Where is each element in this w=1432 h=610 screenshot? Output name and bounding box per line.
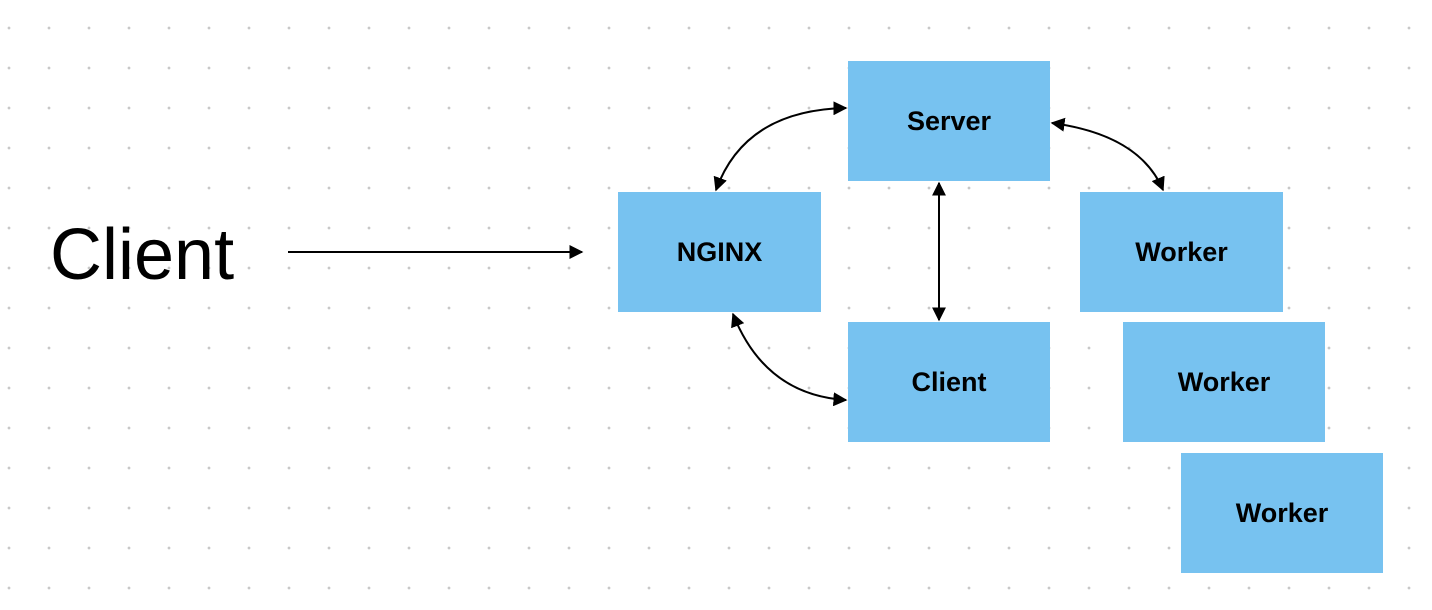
- nginx-node[interactable]: NGINX: [618, 192, 821, 312]
- arrow-server-worker: [1050, 117, 1165, 192]
- worker-node-2[interactable]: Worker: [1123, 322, 1325, 442]
- server-node[interactable]: Server: [848, 61, 1050, 181]
- server-node-label: Server: [906, 105, 992, 136]
- client-label: Client: [50, 215, 235, 295]
- client-node-label: Client: [911, 366, 987, 397]
- worker-node-2-label: Worker: [1177, 366, 1271, 397]
- worker-node-1-label: Worker: [1135, 236, 1228, 267]
- nginx-node-label: NGINX: [676, 236, 763, 267]
- worker-node-3-label: Worker: [1235, 497, 1329, 528]
- worker-node-3[interactable]: Worker: [1181, 453, 1383, 573]
- arrow-nginx-server: [713, 101, 848, 192]
- client-node[interactable]: Client: [848, 322, 1050, 442]
- arrow-nginx-client: [731, 312, 848, 407]
- worker-node-1[interactable]: Worker: [1080, 192, 1283, 312]
